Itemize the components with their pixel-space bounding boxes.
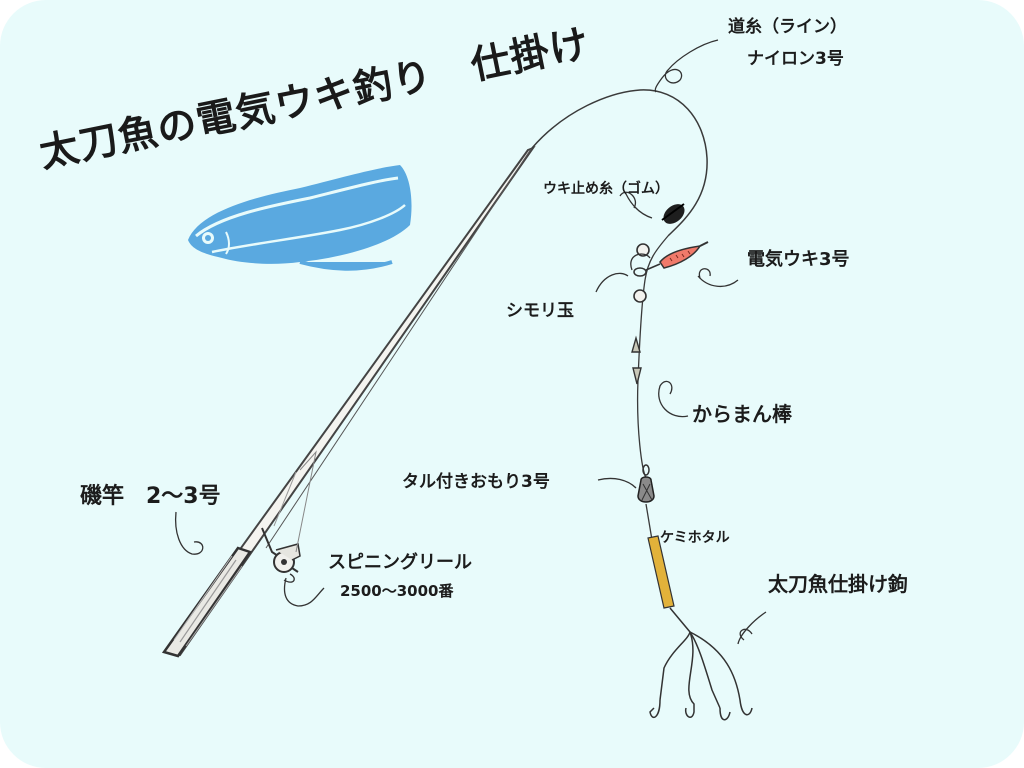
uki-stopper bbox=[663, 204, 685, 224]
main-line bbox=[531, 89, 708, 237]
label-isozao: 磯竿 2～3号 bbox=[80, 484, 221, 509]
label-taru-omori: タル付きおもり3号 bbox=[402, 472, 550, 492]
shimori-bead bbox=[633, 289, 647, 303]
label-michiito: 道糸（ライン） bbox=[728, 17, 847, 37]
electric-float bbox=[633, 241, 709, 277]
leader-curls bbox=[174, 39, 767, 645]
label-reel: スピニングリール bbox=[328, 552, 472, 573]
karaman-bou bbox=[631, 335, 641, 353]
glow-stick bbox=[647, 535, 675, 609]
sinker bbox=[637, 464, 655, 503]
label-kemihotaru: ケミホタル bbox=[660, 530, 730, 546]
spinning-reel bbox=[261, 527, 301, 573]
label-shimori: シモリ玉 bbox=[506, 301, 574, 321]
label-karaman: からまん棒 bbox=[692, 402, 792, 426]
fish-icon bbox=[188, 165, 412, 271]
double-hook bbox=[649, 607, 753, 721]
label-hook: 太刀魚仕掛け鉤 bbox=[768, 572, 908, 596]
label-ukidome: ウキ止め糸（ゴム） bbox=[543, 181, 669, 197]
label-michiito-spec: ナイロン3号 bbox=[747, 49, 844, 69]
label-reel-size: 2500～3000番 bbox=[340, 582, 454, 600]
label-denki-uki: 電気ウキ3号 bbox=[747, 249, 850, 270]
shimori-bead bbox=[636, 243, 650, 257]
